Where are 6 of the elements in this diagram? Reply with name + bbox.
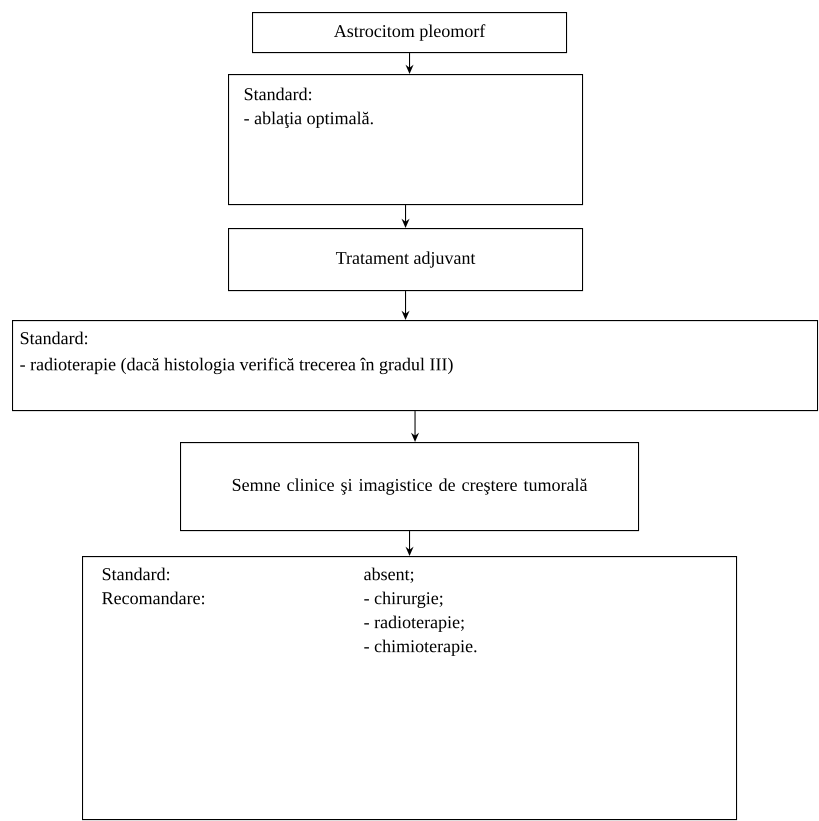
process-box: Standard: - radioterapie (dacă histologia verifică trecerea în gradul III) — [12, 320, 818, 412]
process-box: Astrocitom pleomorf — [252, 12, 568, 54]
process-box: Standard: - ablaţia optimală. — [228, 74, 584, 206]
process-box: Semne clinice şi imagistice de creştere tumorală — [180, 442, 640, 532]
process-box: Tratament adjuvant — [228, 228, 584, 292]
process-box: Standard: Recomandare: absent; - chirurgie; - radioterapie; - chimioterapie. — [82, 556, 738, 820]
